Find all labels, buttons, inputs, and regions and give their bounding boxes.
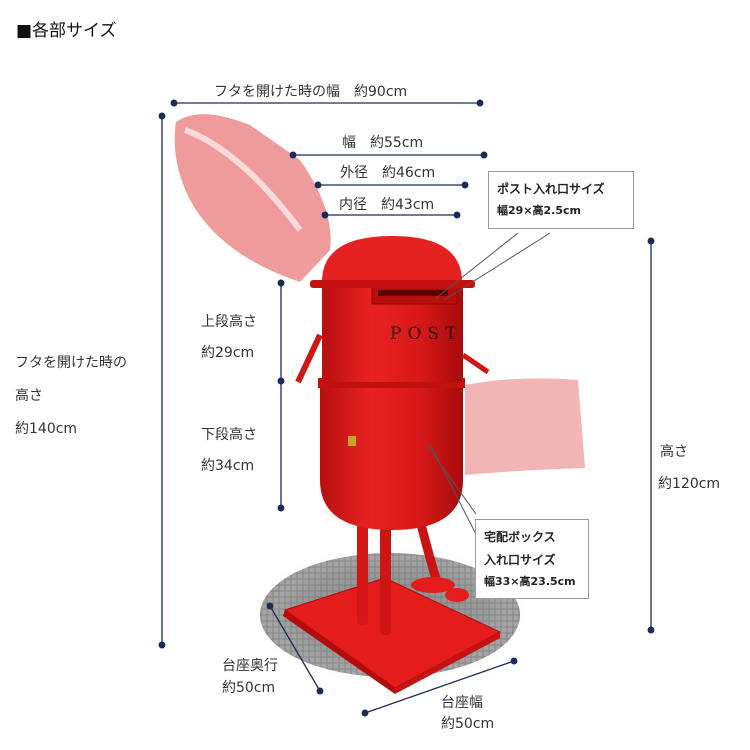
upper-height-value: 約29cm — [201, 345, 255, 361]
open-door — [465, 378, 585, 475]
leg-right — [380, 520, 391, 635]
open-lid — [174, 114, 331, 283]
open-height-label-1: フタを開けた時の — [15, 355, 127, 371]
lower-height-label: 下段高さ — [201, 427, 257, 443]
delivery-box-title-1: 宅配ボックス — [484, 530, 556, 544]
leg-left — [357, 515, 368, 625]
base-depth-value: 約50cm — [222, 680, 276, 696]
outer-diameter-label: 外径 約46cm — [340, 165, 436, 181]
width-label: 幅 約55cm — [342, 135, 424, 151]
delivery-box-callout: 宅配ボックス 入れ口サイズ 幅33×高23.5cm — [475, 519, 589, 600]
post-label: POST — [390, 324, 463, 344]
delivery-box-title-2: 入れ口サイズ — [484, 552, 556, 567]
base-depth-label: 台座奥行 — [222, 658, 278, 674]
page-title: ■各部サイズ — [16, 21, 117, 41]
height-value: 約120cm — [658, 476, 721, 492]
dome — [322, 236, 462, 282]
lower-height-value: 約34cm — [201, 458, 255, 474]
upper-height-label: 上段高さ — [201, 314, 257, 330]
inner-diameter-label: 内径 約43cm — [339, 197, 435, 213]
post-slot-title: ポスト入れ口サイズ — [497, 182, 605, 196]
lower-body — [320, 385, 463, 530]
post-slot-callout: ポスト入れ口サイズ 幅29×高2.5cm — [488, 171, 634, 229]
delivery-box-size: 幅33×高23.5cm — [484, 574, 576, 588]
open-height-label-2: 高さ — [15, 388, 43, 404]
height-label: 高さ — [660, 444, 688, 460]
open-lid-width-label: フタを開けた時の幅 約90cm — [214, 84, 408, 100]
post-slot-size: 幅29×高2.5cm — [497, 203, 581, 217]
base-width-value: 約50cm — [441, 716, 495, 732]
open-height-value: 約140cm — [15, 421, 78, 437]
base-width-label: 台座幅 — [441, 695, 483, 711]
